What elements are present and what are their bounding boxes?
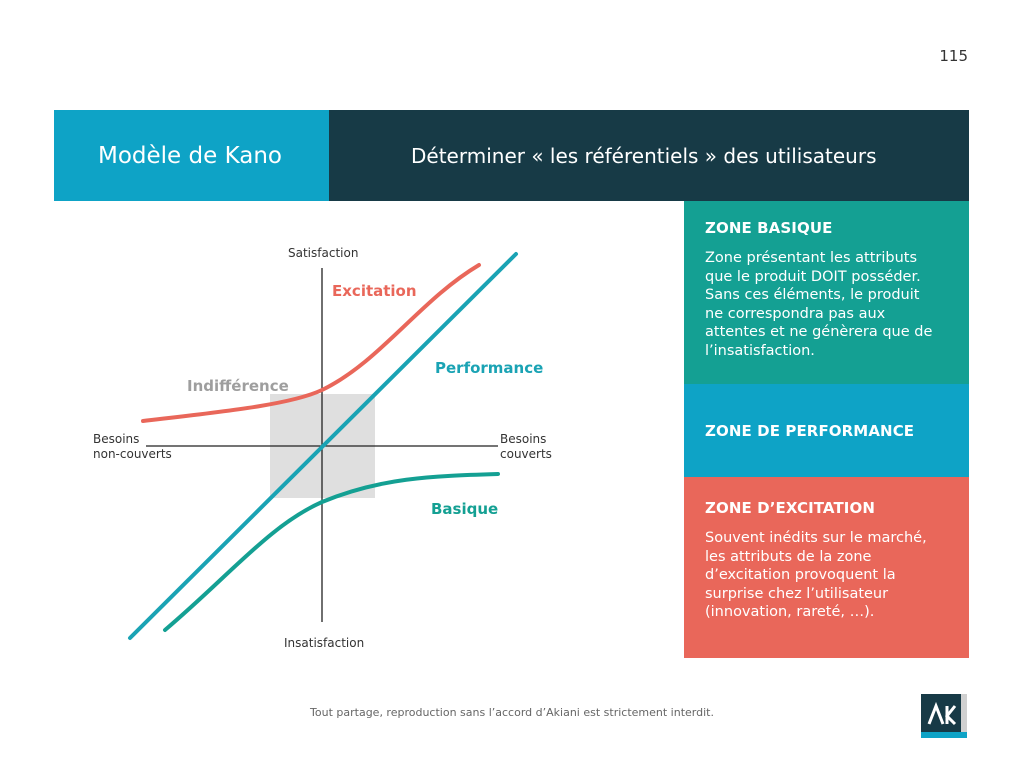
zone-excitation-text: Souvent inédits sur le marché, les attri… xyxy=(705,529,949,622)
kano-diagram: Satisfaction Insatisfaction Besoins non-… xyxy=(93,246,552,650)
zone-basique-line: l’insatisfaction. xyxy=(705,342,815,359)
axis-label-besoins-non-couverts-1: Besoins xyxy=(93,432,139,446)
axis-label-insatisfaction: Insatisfaction xyxy=(284,636,364,650)
axis-label-besoins-couverts-1: Besoins xyxy=(500,432,546,446)
zone-performance-card: ZONE DE PERFORMANCE xyxy=(684,384,969,477)
header-subtitle: Déterminer « les référentiels » des util… xyxy=(329,110,969,201)
zone-basique-line: Sans ces éléments, le produit xyxy=(705,287,920,303)
zone-basique-card: ZONE BASIQUE Zone présentant les attribu… xyxy=(684,201,969,384)
zone-basique-line: que le produit DOIT posséder. xyxy=(705,268,921,285)
kano-title: Modèle de Kano xyxy=(98,142,282,169)
zone-basique-line: ne correspondra pas aux xyxy=(705,305,886,322)
zone-excitation-card: ZONE D’EXCITATION Souvent inédits sur le… xyxy=(684,477,969,658)
zone-basique-line: attentes et ne génèrera que de xyxy=(705,324,933,340)
curve-label-basique: Basique xyxy=(431,500,498,518)
zone-basique-line: Zone présentant les attributs xyxy=(705,250,918,266)
zone-excitation-line: les attributs de la zone xyxy=(705,548,872,565)
performance-line xyxy=(128,252,518,640)
page-number: 115 xyxy=(939,47,968,65)
zone-basique-text: Zone présentant les attributs que le pro… xyxy=(705,249,949,360)
zone-performance-title: ZONE DE PERFORMANCE xyxy=(705,422,915,440)
zone-excitation-line: surprise chez l’utilisateur xyxy=(705,585,889,602)
zone-excitation-line: (innovation, rareté, …). xyxy=(705,604,875,620)
basique-curve xyxy=(163,472,500,632)
curve-label-performance: Performance xyxy=(435,359,543,377)
akiani-logo-icon xyxy=(921,694,967,738)
zone-excitation-title: ZONE D’EXCITATION xyxy=(705,499,875,517)
curve-label-indifference: Indifférence xyxy=(187,377,289,395)
header-kano-title: Modèle de Kano xyxy=(54,110,329,201)
excitation-curve xyxy=(141,263,481,423)
zone-excitation-line: d’excitation provoquent la xyxy=(705,567,896,583)
axis-label-satisfaction: Satisfaction xyxy=(288,246,358,260)
footer-copyright: Tout partage, reproduction sans l’accord… xyxy=(310,706,714,719)
axis-label-besoins-couverts-2: couverts xyxy=(500,447,552,461)
subtitle: Déterminer « les référentiels » des util… xyxy=(411,143,877,168)
curve-label-excitation: Excitation xyxy=(332,282,417,300)
axis-label-besoins-non-couverts-2: non-couverts xyxy=(93,447,172,461)
zone-basique-title: ZONE BASIQUE xyxy=(705,219,833,237)
zone-excitation-line: Souvent inédits sur le marché, xyxy=(705,530,927,546)
